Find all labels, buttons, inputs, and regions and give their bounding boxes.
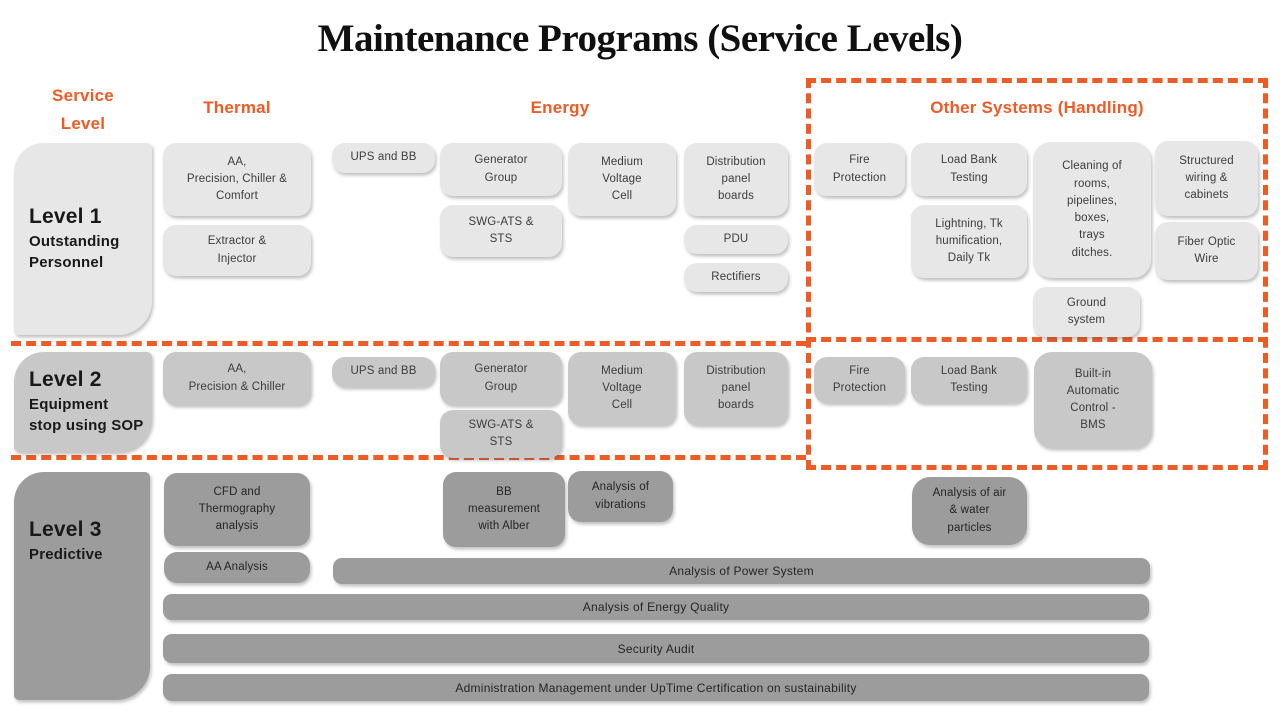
level1-title: Level 1 xyxy=(29,204,102,228)
box-l3-aa-analysis: AA Analysis xyxy=(164,552,310,583)
level3-title: Level 3 xyxy=(29,518,102,541)
box-l1-ups-and-bb: UPS and BB xyxy=(332,143,435,173)
column-header-service-level: Service Level xyxy=(52,86,114,133)
box-l2-swg-ats-sts: SWG-ATS & STS xyxy=(440,410,562,458)
box-l3-analysis-air-water-particles: Analysis of air & water particles xyxy=(912,477,1027,545)
other-systems-level-divider-dashed xyxy=(806,337,1268,342)
box-l1-load-bank-testing: Load Bank Testing xyxy=(911,143,1027,196)
box-l3-cfd-thermography: CFD and Thermography analysis xyxy=(164,473,310,546)
box-l2-built-in-automatic-control-bms: Built-in Automatic Control - BMS xyxy=(1034,352,1152,448)
box-l1-pdu: PDU xyxy=(684,225,788,254)
bar-l3-security-audit: Security Audit xyxy=(163,634,1149,663)
level3-label-box: Level 3 Predictive xyxy=(14,472,150,700)
column-header-other-systems: Other Systems (Handling) xyxy=(930,98,1144,117)
bar-l3-analysis-of-power-system: Analysis of Power System xyxy=(333,558,1150,584)
box-l1-extractor-injector: Extractor & Injector xyxy=(163,225,311,276)
box-l1-medium-voltage-cell: Medium Voltage Cell xyxy=(568,143,676,216)
level2-title: Level 2 xyxy=(29,367,102,391)
column-header-thermal: Thermal xyxy=(203,98,271,117)
box-l2-load-bank-testing: Load Bank Testing xyxy=(911,357,1027,403)
level1-label-box: Level 1 Outstanding Personnel xyxy=(14,143,152,335)
box-l1-fire-protection: Fire Protection xyxy=(814,143,905,196)
box-l1-structured-wiring-cabinets: Structured wiring & cabinets xyxy=(1155,141,1258,216)
box-l1-fiber-optic-wire: Fiber Optic Wire xyxy=(1155,222,1258,280)
box-l2-fire-protection: Fire Protection xyxy=(814,357,905,403)
box-l1-generator-group: Generator Group xyxy=(440,143,562,196)
level2-subtitle: Equipment stop using SOP xyxy=(29,395,144,434)
box-l2-ups-and-bb: UPS and BB xyxy=(332,357,435,387)
box-l1-rectifiers: Rectifiers xyxy=(684,263,788,292)
box-l3-bb-measurement-alber: BB measurement with Alber xyxy=(443,472,565,547)
box-l1-ground-system: Ground system xyxy=(1033,287,1140,337)
bar-l3-administration-management-uptime: Administration Management under UpTime C… xyxy=(163,674,1149,701)
column-header-energy: Energy xyxy=(530,98,590,117)
box-l1-swg-ats-sts: SWG-ATS & STS xyxy=(440,205,562,257)
box-l1-distribution-panel-boards: Distribution panel boards xyxy=(684,143,788,216)
box-l2-generator-group: Generator Group xyxy=(440,352,562,405)
level2-label-box: Level 2 Equipment stop using SOP xyxy=(14,352,152,452)
box-l1-cleaning-rooms-pipelines: Cleaning of rooms, pipelines, boxes, tra… xyxy=(1033,142,1151,278)
box-l2-aa-precision-chiller: AA, Precision & Chiller xyxy=(163,352,311,405)
page-title: Maintenance Programs (Service Levels) xyxy=(317,17,963,60)
bar-l3-analysis-of-energy-quality: Analysis of Energy Quality xyxy=(163,594,1149,620)
box-l1-aa-precision-chiller-comfort: AA, Precision, Chiller & Comfort xyxy=(163,143,311,216)
level3-subtitle: Predictive xyxy=(29,546,103,563)
box-l3-analysis-of-vibrations: Analysis of vibrations xyxy=(568,471,673,522)
box-l2-distribution-panel-boards: Distribution panel boards xyxy=(684,352,788,425)
box-l2-medium-voltage-cell: Medium Voltage Cell xyxy=(568,352,676,425)
level1-subtitle: Outstanding Personnel xyxy=(29,232,120,271)
box-l1-lightning-tk-humification: Lightning, Tk humification, Daily Tk xyxy=(911,205,1027,278)
